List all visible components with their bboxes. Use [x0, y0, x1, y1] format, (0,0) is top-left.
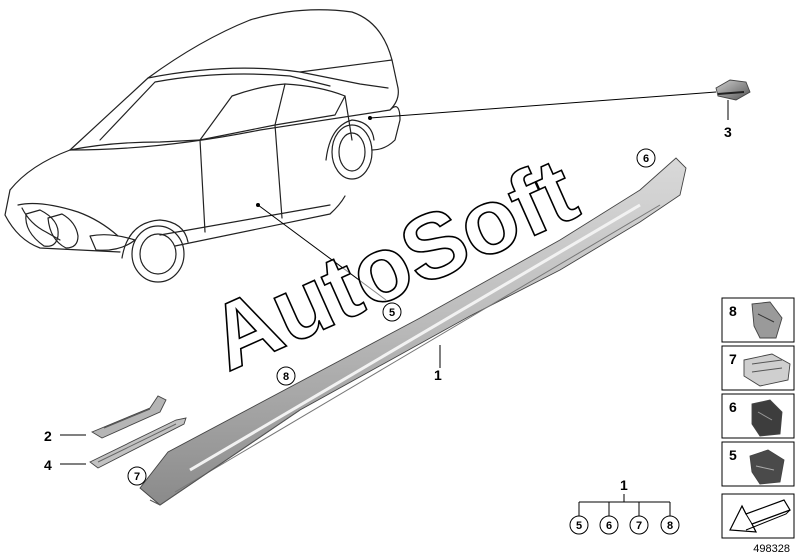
kit-parent-label: 1 [620, 477, 628, 493]
side-sill-panel [139, 157, 687, 506]
svg-text:7: 7 [729, 351, 737, 367]
callout-1: 1 [434, 367, 442, 383]
svg-text:6: 6 [729, 399, 737, 415]
legend-item-5: 5 [721, 441, 795, 487]
svg-text:5: 5 [576, 520, 582, 532]
svg-text:8: 8 [729, 303, 737, 319]
svg-text:8: 8 [283, 371, 289, 383]
callout-4: 4 [44, 457, 52, 473]
legend-item-6: 6 [721, 393, 795, 439]
sill-rail-part [89, 417, 187, 469]
svg-text:5: 5 [389, 307, 395, 319]
fastener-legend: 8 7 6 5 [721, 297, 795, 539]
kit-child-7: 7 [629, 515, 649, 535]
car-outline-illustration [4, 9, 401, 283]
trim-strip-part [91, 395, 167, 439]
callout-2: 2 [44, 428, 52, 444]
kit-child-6: 6 [599, 515, 619, 535]
leader-lines [60, 91, 729, 465]
kit-child-5: 5 [569, 515, 589, 535]
svg-text:7: 7 [134, 471, 140, 483]
arrow-icon-box [721, 493, 795, 539]
svg-text:5: 5 [729, 447, 737, 463]
legend-item-8: 8 [721, 297, 795, 343]
kit-composition-tree: 1 5 6 7 8 [569, 477, 680, 535]
diagram-id: 498328 [753, 543, 790, 555]
clip-part [715, 79, 751, 101]
circle-callout-8: 8 [276, 366, 296, 386]
callout-3: 3 [724, 124, 732, 140]
circle-callout-5: 5 [382, 302, 402, 322]
legend-item-7: 7 [721, 345, 795, 391]
svg-text:6: 6 [606, 520, 612, 532]
circle-callout-7: 7 [127, 466, 147, 486]
circle-callout-6: 6 [636, 148, 656, 168]
kit-child-8: 8 [660, 515, 680, 535]
svg-text:7: 7 [636, 520, 642, 532]
svg-text:8: 8 [667, 520, 673, 532]
svg-text:6: 6 [643, 153, 649, 165]
